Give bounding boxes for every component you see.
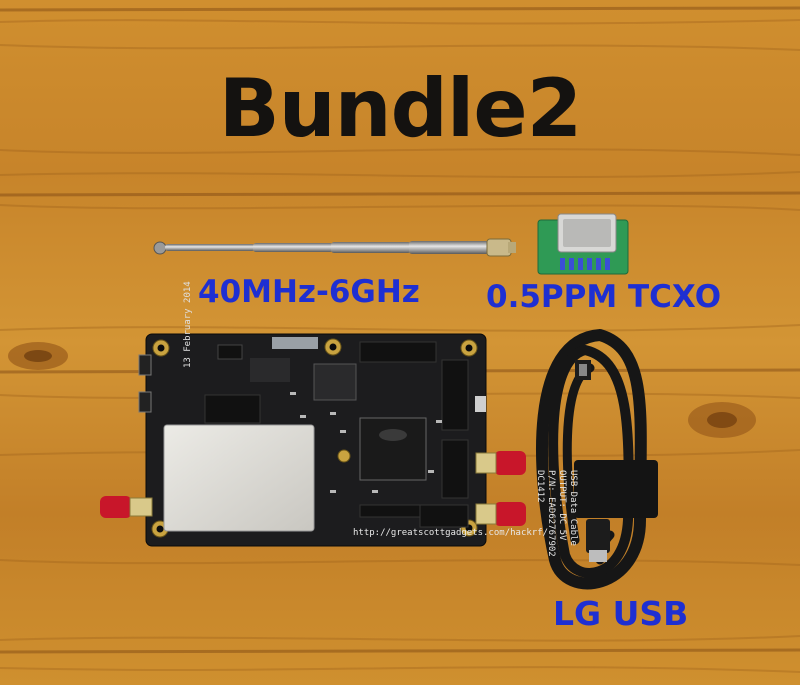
board-date-print: 13 February 2014 [183,281,193,368]
cable-print-line: USB Data Cable [568,470,578,546]
cable-print-line: OUTPUT: DC 5V [557,470,567,541]
cable-print-line: DC1412 [535,470,545,503]
bundle-title: Bundle2 [218,62,583,155]
tcxo-label: 0.5PPM TCXO [486,279,722,315]
cable-tag-print: USB Data Cable OUTPUT: DC 5V P/N: EAD627… [534,470,578,557]
cable-tag [574,460,658,518]
sma-connectors [100,451,526,526]
usb-cable-label: LG USB [553,594,689,633]
tcxo-module [537,213,629,275]
antenna-label: 40MHz-6GHz [198,274,420,310]
cable-print-line: P/N: EAD62767902 [546,470,556,557]
board-url-print: http://greatscottgadgets.com/hackrf/ [353,528,549,538]
telescopic-antenna [153,238,516,257]
sdr-board [100,333,526,547]
